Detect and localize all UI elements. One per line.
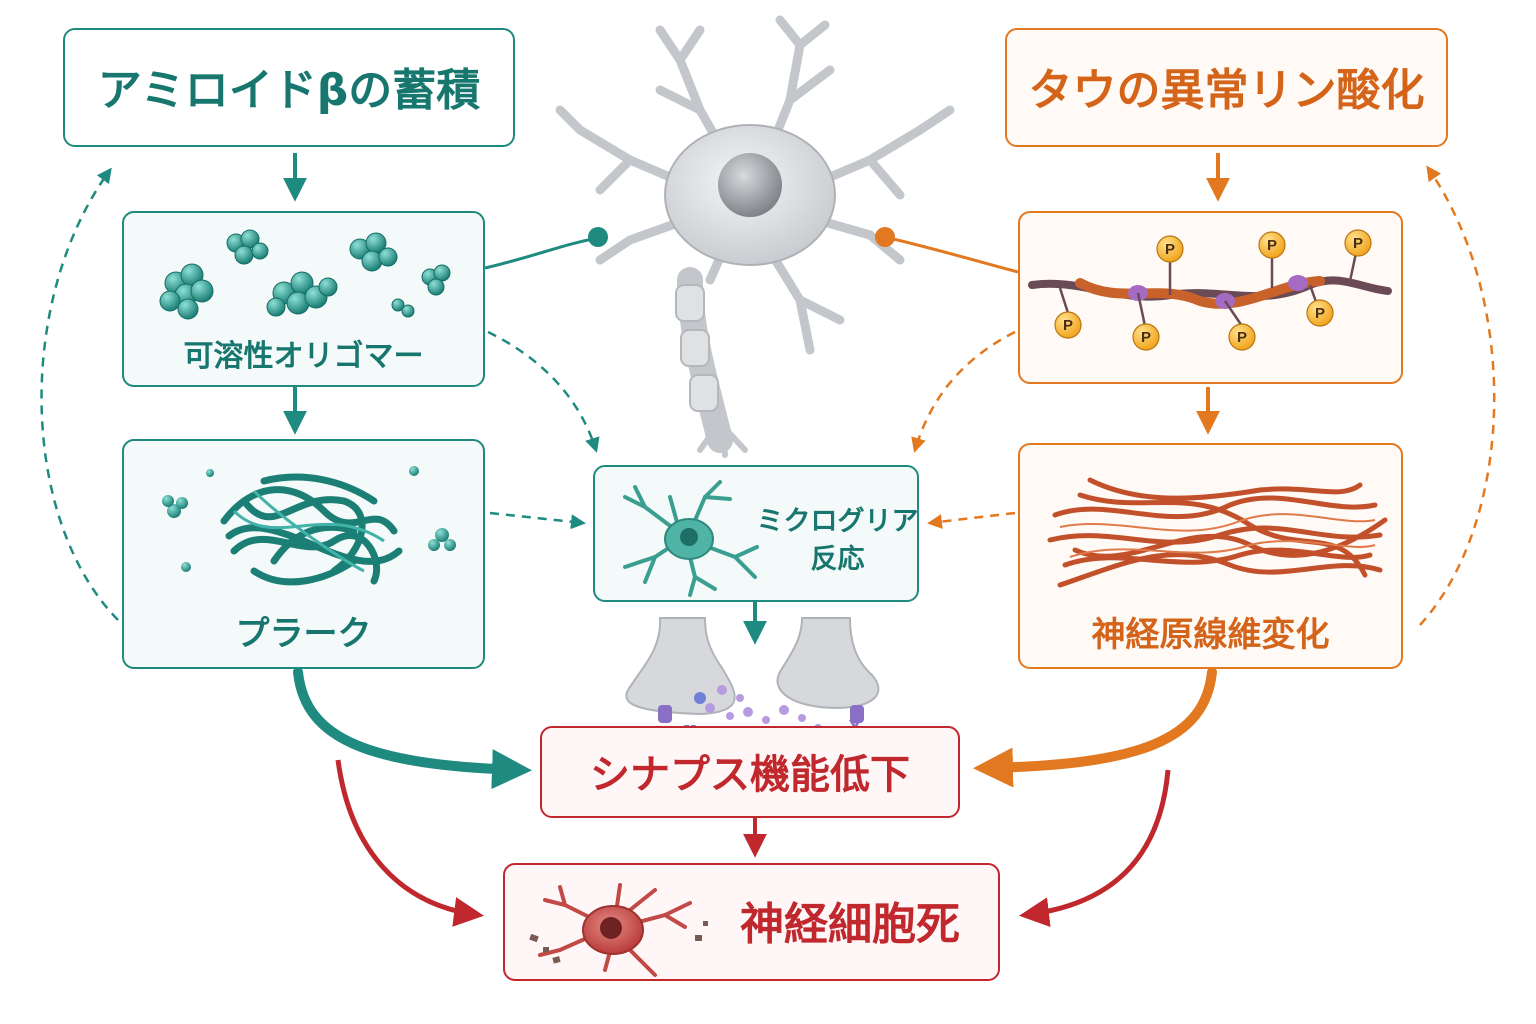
phospho-label-2: P	[1141, 329, 1151, 346]
phospho-label-4: P	[1237, 329, 1247, 346]
oligomer-box: 可溶性オリゴマー	[122, 211, 485, 387]
amyloid-title: アミロイドβの蓄積	[97, 65, 481, 116]
synapse-box: シナプス機能低下	[540, 726, 960, 818]
phospho-label-1: P	[1063, 317, 1073, 334]
phospho-label-3: P	[1165, 241, 1175, 258]
dead-neuron-icon	[529, 883, 708, 977]
phospho-label-5: P	[1267, 237, 1277, 254]
tau-title: タウの異常リン酸化	[1028, 65, 1425, 116]
oligomer-label: 可溶性オリゴマー	[183, 339, 424, 374]
microglia-box: ミクログリア 反応	[593, 465, 919, 602]
plaque-illustration	[162, 466, 456, 586]
arrow-tangle-to-synapse	[973, 667, 1217, 788]
connector-tau-neuron	[875, 227, 1019, 274]
plaque-box: プラーク	[122, 439, 485, 669]
synapse-label: シナプス機能低下	[590, 752, 910, 798]
phospho-label-6: P	[1315, 305, 1325, 322]
feedback-arrow-left	[40, 167, 119, 621]
arrow-right-to-death	[1019, 769, 1171, 928]
arrow-oligomer-to-microglia	[487, 330, 600, 453]
connector-amyloid-neuron	[484, 227, 608, 270]
phospho-label-7: P	[1353, 235, 1363, 252]
death-box: 神経細胞死	[503, 863, 1000, 981]
oligomer-illustration	[159, 229, 451, 320]
phospho-tau-illustration: P P P P P P P	[1028, 229, 1392, 351]
amyloid-title-box: アミロイドβの蓄積	[63, 28, 515, 147]
arrow-tangle-to-microglia	[927, 511, 1016, 530]
arrow-plaque-to-microglia	[489, 511, 586, 530]
plaque-label: プラーク	[235, 614, 372, 654]
tangle-illustration	[1047, 477, 1388, 588]
arrow-left-to-death	[335, 759, 484, 927]
tangle-label: 神経原線維変化	[1091, 615, 1330, 655]
phospho-tau-box: P P P P P P P	[1018, 211, 1403, 384]
microglia-label-line1: ミクログリア	[756, 506, 919, 537]
arrow-phospho-to-microglia	[911, 330, 1016, 453]
arrow-plaque-to-synapse	[293, 667, 532, 790]
tangle-box: 神経原線維変化	[1018, 443, 1403, 669]
microglia-label-line2: 反応	[810, 544, 865, 575]
neuron-illustration	[555, 15, 955, 458]
death-label: 神経細胞死	[740, 899, 960, 950]
microglia-icon	[623, 480, 759, 597]
feedback-arrow-right	[1419, 165, 1496, 626]
tau-title-box: タウの異常リン酸化	[1005, 28, 1448, 147]
